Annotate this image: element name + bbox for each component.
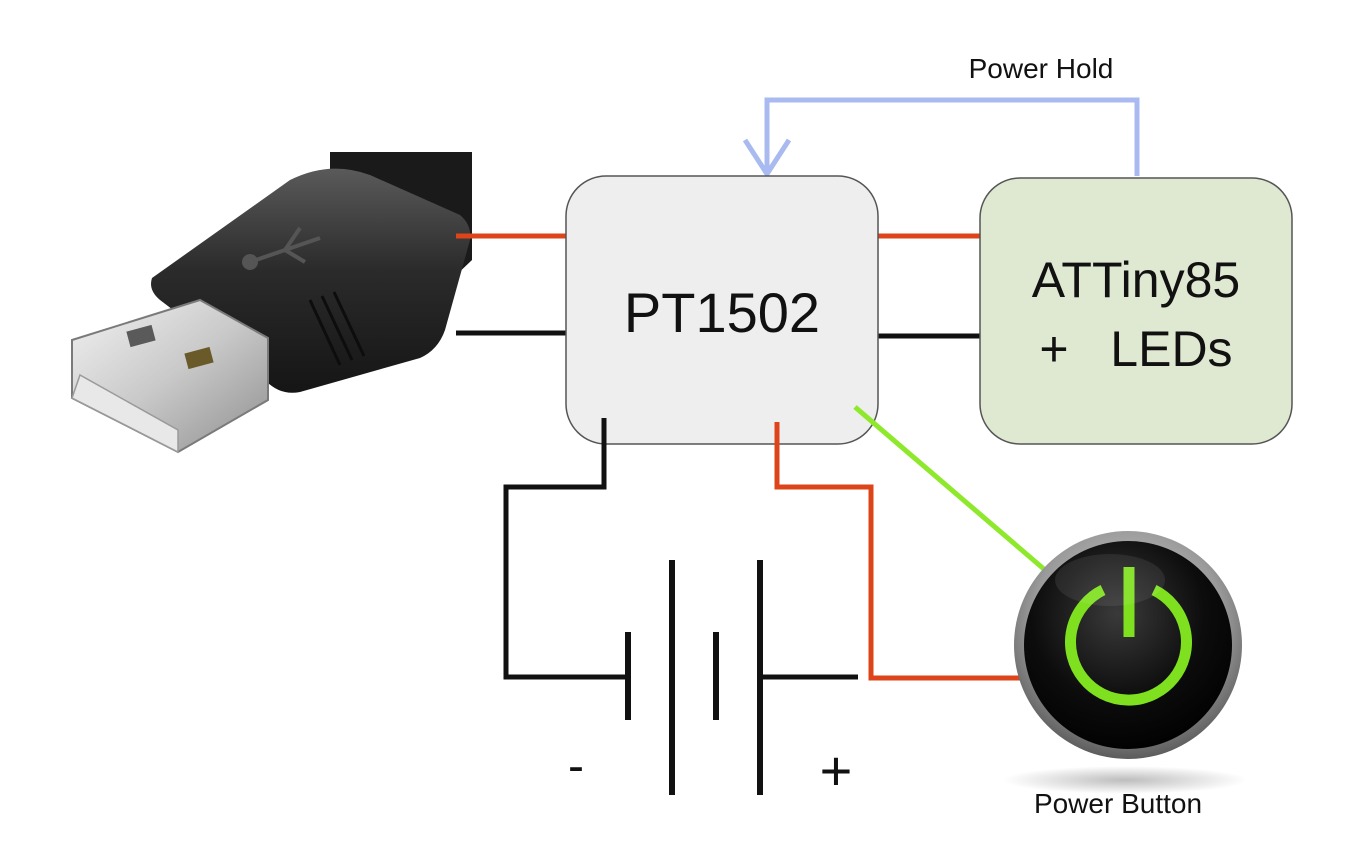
battery-ground-wire bbox=[503, 418, 628, 680]
power-button-icon bbox=[1003, 531, 1247, 794]
battery-symbol-icon bbox=[625, 560, 763, 795]
mcu-label-line2: + LEDs bbox=[1039, 321, 1232, 377]
mcu-label-line1: ATTiny85 bbox=[1032, 252, 1240, 308]
usb-connector-hole-right bbox=[184, 346, 214, 370]
battery-positive-wire bbox=[774, 422, 1022, 681]
usb-logo-icon bbox=[242, 226, 321, 270]
power-symbol-arc bbox=[1065, 585, 1192, 706]
power-button-shadow bbox=[1003, 766, 1247, 794]
power-hold-arrowhead bbox=[742, 138, 792, 179]
power-hold-wire bbox=[764, 97, 1140, 176]
button-signal-wire bbox=[853, 405, 1047, 572]
usb-plug-icon bbox=[71, 152, 472, 454]
usb-grip-ridges bbox=[308, 291, 366, 366]
chip-label: PT1502 bbox=[624, 281, 820, 344]
usb-connector-opening bbox=[71, 373, 179, 454]
power-hold-label: Power Hold bbox=[969, 53, 1114, 84]
battery-minus-label: - bbox=[568, 740, 584, 793]
battery-plus-label: + bbox=[820, 739, 853, 802]
usb-connector-hole-left bbox=[126, 324, 156, 348]
attiny85-block bbox=[979, 177, 1293, 445]
power-button-label: Power Button bbox=[1034, 788, 1202, 819]
pt1502-chip bbox=[565, 175, 879, 445]
